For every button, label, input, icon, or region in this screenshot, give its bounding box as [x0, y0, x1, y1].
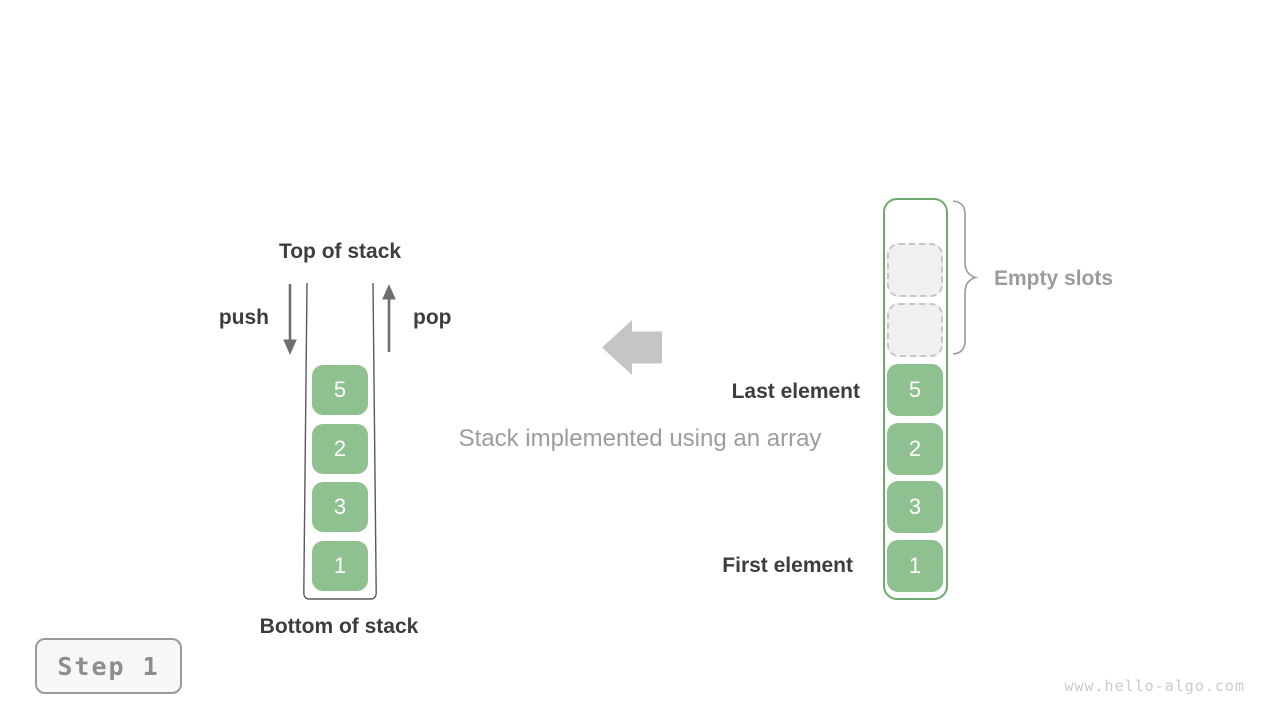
- step-badge: Step 1: [35, 638, 182, 694]
- stack-cell-value: 2: [333, 436, 347, 461]
- pop-label: pop: [413, 306, 452, 329]
- block-arrow-left-icon: [602, 320, 662, 375]
- stack-cell: 5: [312, 365, 368, 415]
- array-cell-value: 2: [908, 436, 922, 461]
- first-element-label: First element: [722, 554, 853, 577]
- array-cell-value: 1: [908, 553, 922, 578]
- stack-cell-value: 1: [333, 553, 347, 578]
- array-cell: 5: [887, 364, 943, 416]
- stack-cell-value: 5: [333, 377, 347, 402]
- step-badge-label: Step 1: [57, 651, 160, 681]
- stack-cell-value: 3: [333, 494, 347, 519]
- array-cell: 2: [887, 423, 943, 475]
- array-cell: 1: [887, 540, 943, 592]
- pop-arrow-up-icon: [382, 284, 396, 352]
- top-of-stack-label: Top of stack: [278, 240, 402, 263]
- empty-slots-label: Empty slots: [994, 267, 1114, 290]
- array-cell: 3: [887, 481, 943, 533]
- array-empty-slot: [887, 303, 943, 357]
- array-cell-value: 3: [908, 494, 922, 519]
- empty-slots-brace: [952, 200, 979, 355]
- last-element-label: Last element: [731, 380, 860, 403]
- array-cell-value: 5: [908, 377, 922, 402]
- stack-cell: 1: [312, 541, 368, 591]
- bottom-of-stack-label: Bottom of stack: [259, 615, 419, 638]
- stack-cell: 3: [312, 482, 368, 532]
- stack-cell: 2: [312, 424, 368, 474]
- diagram-caption: Stack implemented using an array: [458, 425, 822, 452]
- array-empty-slot: [887, 243, 943, 297]
- push-label: push: [218, 306, 269, 329]
- push-arrow-down-icon: [283, 284, 297, 355]
- site-watermark: www.hello-algo.com: [1064, 677, 1245, 695]
